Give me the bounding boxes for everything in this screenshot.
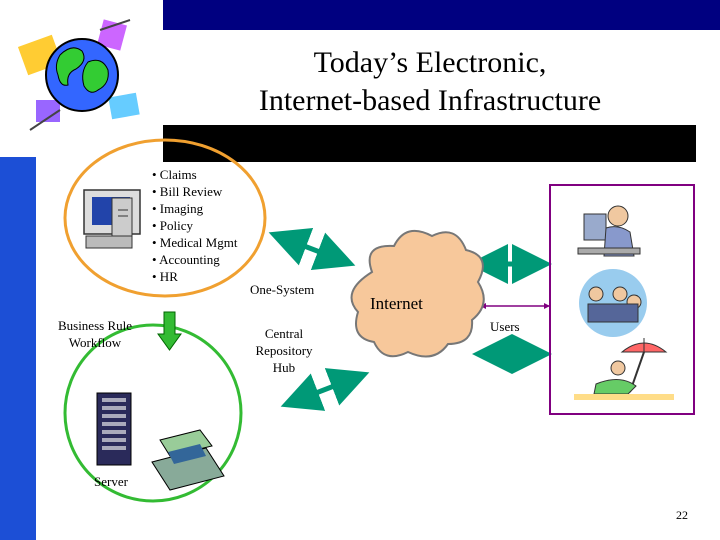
hub-link-arrow — [280, 368, 370, 411]
down-arrow-icon — [157, 311, 182, 351]
server-icon — [96, 392, 132, 466]
central-line: Central — [264, 326, 304, 341]
one-system-link-arrow — [268, 228, 356, 270]
module-list: • Claims • Bill Review • Imaging • Polic… — [152, 166, 237, 285]
top-banner — [163, 0, 720, 30]
workflow-line: Workflow — [68, 335, 122, 350]
left-banner — [0, 157, 36, 540]
title-line-2: Internet-based Infrastructure — [258, 84, 602, 117]
one-system-label: One-System — [250, 282, 315, 297]
title-line-1: Today’s Electronic, — [313, 46, 547, 79]
hub-line: Hub — [272, 360, 296, 375]
internet-cloud-icon — [350, 229, 485, 358]
module-claims: • Claims — [152, 167, 197, 182]
scanner-icon — [151, 429, 225, 491]
module-hr: • HR — [152, 269, 178, 284]
business-rule-line: Business Rule — [57, 318, 133, 333]
workstation-ring — [63, 138, 267, 298]
users-box — [549, 184, 695, 415]
module-accounting: • Accounting — [152, 252, 220, 267]
beach-laptop-icon — [574, 338, 674, 400]
team-group-icon — [579, 269, 647, 337]
server-label: Server — [94, 474, 128, 489]
module-imaging: • Imaging — [152, 201, 204, 216]
users-label: Users — [490, 319, 520, 334]
business-rule-label: Business Rule Workflow — [40, 317, 150, 351]
module-bill-review: • Bill Review — [152, 184, 223, 199]
computer-workstation-icon — [83, 189, 141, 249]
internet-label: Internet — [370, 294, 423, 313]
repository-line: Repository — [255, 343, 313, 358]
module-medical-mgmt: • Medical Mgmt — [152, 235, 238, 250]
server-ring — [63, 323, 243, 503]
central-hub-label: Central Repository Hub — [244, 325, 324, 376]
title-underline-bar — [163, 125, 696, 162]
slide-title: Today’s Electronic, Internet-based Infra… — [180, 44, 680, 120]
office-worker-icon — [577, 205, 641, 257]
globe-icon — [17, 19, 140, 131]
page-number: 22 — [676, 508, 688, 522]
module-policy: • Policy — [152, 218, 194, 233]
